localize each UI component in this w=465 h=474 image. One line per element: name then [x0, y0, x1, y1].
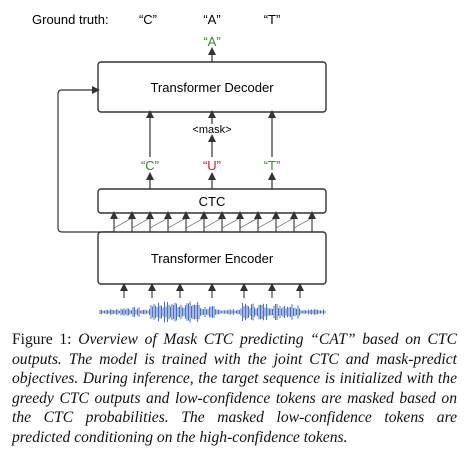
ctc-token-t: “T”	[264, 158, 281, 173]
audio-waveform-icon	[99, 301, 326, 323]
caption-text: Overview of Mask CTC predicting “CAT” ba…	[12, 331, 457, 446]
ctc-token-c: “C”	[141, 158, 159, 173]
caption-label: Figure 1:	[12, 331, 72, 348]
encoder-cross-connection	[149, 217, 169, 229]
transformer-decoder-label: Transformer Decoder	[150, 80, 274, 95]
figure-caption: Figure 1: Overview of Mask CTC predictin…	[12, 330, 457, 447]
encoder-cross-connection	[293, 217, 313, 229]
ctc-box	[97, 188, 327, 214]
ground-truth-label: Ground truth:	[32, 12, 109, 27]
audio-input-arrows	[120, 283, 304, 298]
encoder-cross-connection	[239, 217, 259, 229]
encoder-to-decoder-connection	[57, 86, 114, 233]
encoder-cross-connection	[257, 217, 277, 229]
transformer-encoder-label: Transformer Encoder	[151, 251, 274, 266]
encoder-to-ctc-arrows	[110, 211, 316, 232]
ctc-token-u: “U”	[203, 158, 221, 173]
ctc-label: CTC	[199, 194, 226, 209]
encoder-cross-connection	[185, 217, 205, 229]
encoder-cross-connection	[131, 217, 151, 229]
ground-truth-token-t: “T”	[264, 12, 281, 27]
encoder-cross-connection	[275, 217, 295, 229]
mask-ctc-diagram: Ground truth: “C” “A” “T” “A” Transforme…	[32, 12, 327, 323]
ground-truth-token-a: “A”	[203, 12, 220, 27]
ground-truth-token-c: “C”	[139, 12, 157, 27]
encoder-cross-connection	[221, 217, 241, 229]
decoder-output-token: “A”	[203, 34, 220, 49]
mask-token: <mask>	[192, 124, 231, 136]
encoder-cross-connection	[203, 217, 223, 229]
encoder-cross-connection	[113, 217, 133, 229]
encoder-cross-connection	[167, 217, 187, 229]
